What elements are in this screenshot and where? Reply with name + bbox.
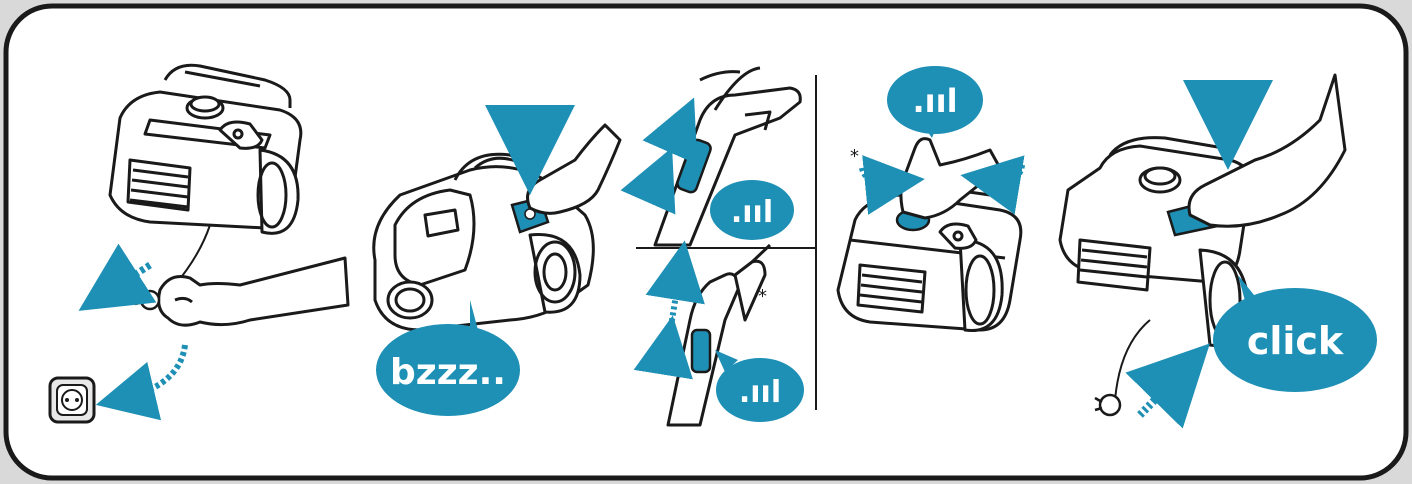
bzzz-label: bzzz.. [390,352,506,393]
power-level-bubble: .ııl [710,180,794,240]
wall-socket-icon [50,378,94,422]
click-label: click [1247,319,1344,363]
asterisk-label: * [758,286,767,307]
power-level-label: .ııl [731,195,773,230]
suction-slider-icon [692,330,710,372]
asterisk-label: * [850,146,859,167]
power-level-label: .ııl [739,375,781,410]
power-level-label: .ııl [912,82,957,120]
